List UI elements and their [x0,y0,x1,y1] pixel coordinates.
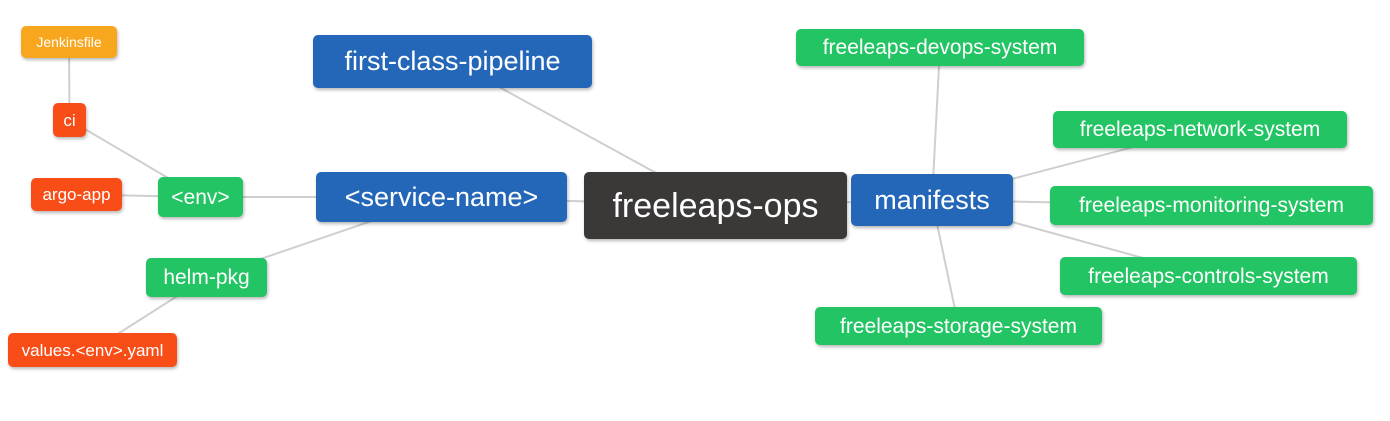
node-freeleaps-network-system[interactable]: freeleaps-network-system [1053,111,1347,148]
node-freeleaps-devops-system[interactable]: freeleaps-devops-system [796,29,1084,66]
node-freeleaps-monitoring-system[interactable]: freeleaps-monitoring-system [1050,186,1373,225]
node-argo-app[interactable]: argo-app [31,178,122,211]
node-freeleaps-controls-system[interactable]: freeleaps-controls-system [1060,257,1357,295]
node-values-env-yaml[interactable]: values.<env>.yaml [8,333,177,367]
node-freeleaps-ops[interactable]: freeleaps-ops [584,172,847,239]
node-first-class-pipeline[interactable]: first-class-pipeline [313,35,592,88]
node-jenkinsfile[interactable]: Jenkinsfile [21,26,117,58]
node-env[interactable]: <env> [158,177,243,217]
node-service-name[interactable]: <service-name> [316,172,567,222]
node-manifests[interactable]: manifests [851,174,1013,226]
node-helm-pkg[interactable]: helm-pkg [146,258,267,297]
node-freeleaps-storage-system[interactable]: freeleaps-storage-system [815,307,1102,345]
node-ci[interactable]: ci [53,103,86,137]
